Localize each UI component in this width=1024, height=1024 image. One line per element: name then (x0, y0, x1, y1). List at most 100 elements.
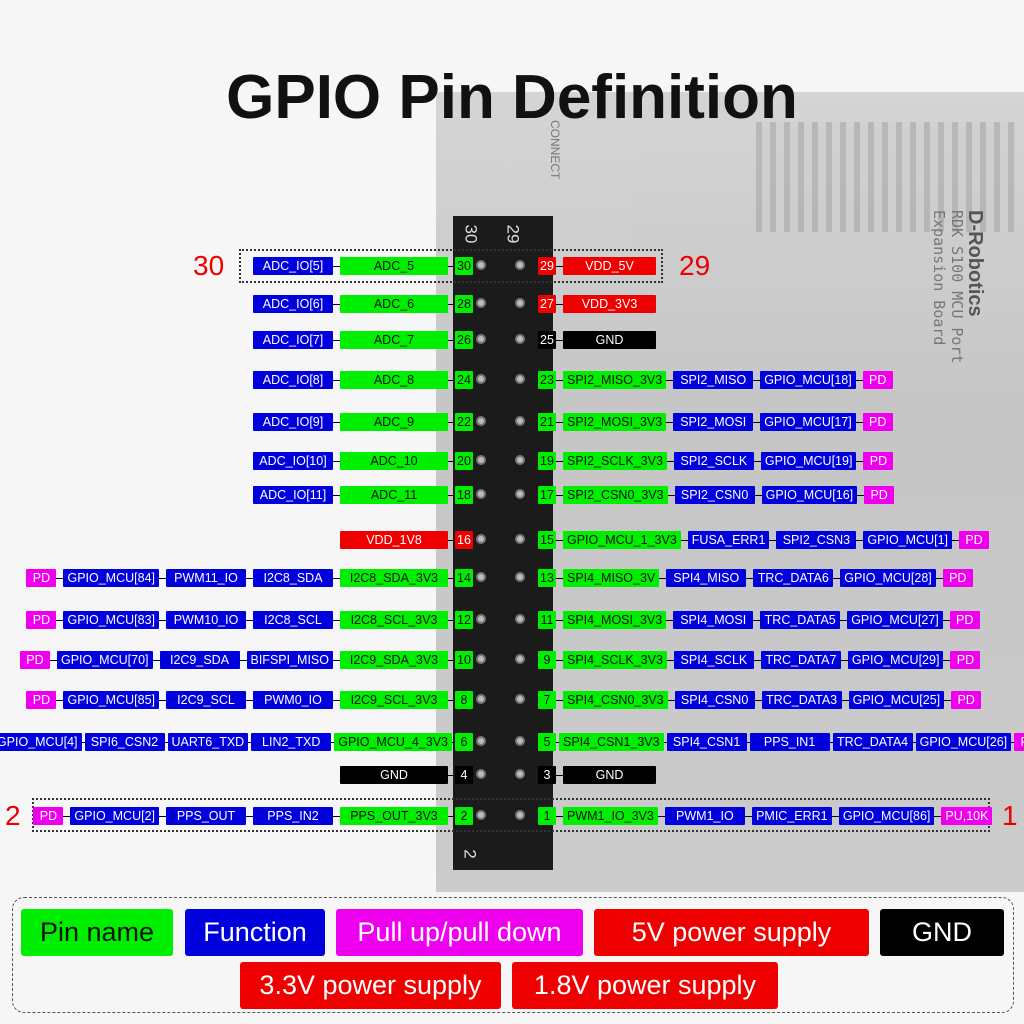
pin-name: GND (563, 331, 656, 349)
pin-hole (476, 810, 486, 820)
function-label: FUSA_ERR1 (687, 531, 770, 549)
pin-name: SPI4_MOSI_3V3 (563, 611, 667, 629)
pin-number: 9 (538, 651, 556, 669)
pin-name: GND (563, 766, 656, 784)
pin-hole (515, 374, 525, 384)
function-label: I2C9_SDA (159, 651, 240, 669)
function-label: GPIO_MCU[26] (915, 733, 1012, 751)
function-label: GPIO_MCU[25] (848, 691, 945, 709)
pull-label: PD (864, 486, 895, 504)
pin-number: 23 (538, 371, 556, 389)
function-label: GPIO_MCU[16] (761, 486, 858, 504)
pin-hole (476, 260, 486, 270)
corner-label-2: 2 (5, 800, 21, 831)
pin-number: 6 (455, 733, 473, 751)
pin-name: ADC_11 (340, 486, 448, 504)
function-label: GPIO_MCU[29] (847, 651, 944, 669)
function-label: TRC_DATA4 (832, 733, 913, 751)
function-label: GPIO_MCU[27] (847, 611, 943, 629)
pin-hole (476, 416, 486, 426)
pin-hole (515, 572, 525, 582)
pin-hole (515, 416, 525, 426)
pin-number: 27 (538, 295, 556, 313)
pin-name: GPIO_MCU_4_3V3 (334, 733, 452, 751)
function-label: SPI2_MISO (673, 371, 754, 389)
pin-number: 13 (538, 569, 556, 587)
function-label: PMIC_ERR1 (751, 807, 832, 825)
pin-number: 15 (538, 531, 556, 549)
function-label: SPI4_MOSI (673, 611, 754, 629)
pin-number: 14 (455, 569, 473, 587)
pull-label: PD (959, 531, 989, 549)
legend-item: Function (185, 909, 325, 956)
pull-label: PD (33, 807, 64, 825)
pull-label: PU,10K (941, 807, 993, 825)
pin-number: 4 (455, 766, 473, 784)
pin-name: ADC_10 (340, 452, 448, 470)
function-label: PWM10_IO (166, 611, 246, 629)
pin-number: 29 (538, 257, 556, 275)
function-label: ADC_IO[5] (253, 257, 333, 275)
pin-hole (515, 736, 525, 746)
function-label: ADC_IO[8] (253, 371, 333, 389)
function-label: ADC_IO[10] (253, 452, 333, 470)
pin-name: I2C8_SDA_3V3 (340, 569, 448, 587)
function-label: SPI4_SCLK (673, 651, 754, 669)
pin-hole (515, 489, 525, 499)
pin-hole (476, 654, 486, 664)
pin-hole (515, 810, 525, 820)
function-label: GPIO_MCU[70] (56, 651, 153, 669)
pin-hole (476, 534, 486, 544)
pin-number: 17 (538, 486, 556, 504)
pin-hole (476, 769, 486, 779)
function-label: TRC_DATA6 (753, 569, 834, 587)
pin-name: I2C9_SDA_3V3 (340, 651, 448, 669)
pin-hole (515, 334, 525, 344)
pin-hole (515, 298, 525, 308)
pull-label: PD (862, 413, 893, 431)
pin-number: 18 (455, 486, 473, 504)
function-label: PWM1_IO (664, 807, 745, 825)
function-label: GPIO_MCU[4] (0, 733, 82, 751)
pin-name: SPI4_MISO_3V (563, 569, 660, 587)
pin-number: 7 (538, 691, 556, 709)
pin-hole (515, 614, 525, 624)
board-line1: RDK S100 MCU Port (948, 210, 966, 364)
pin-number: 22 (455, 413, 473, 431)
legend-item: 3.3V power supply (240, 962, 501, 1009)
function-label: PPS_OUT (166, 807, 246, 825)
pin-name: SPI2_SCLK_3V3 (563, 452, 667, 470)
legend-item: Pull up/pull down (336, 909, 583, 956)
pin-hole (476, 489, 486, 499)
pull-label: PD (942, 569, 973, 587)
pin-hole (476, 374, 486, 384)
board-brand: D-Robotics (964, 210, 986, 317)
pin-number: 16 (455, 531, 473, 549)
function-label: BIFSPI_MISO (246, 651, 333, 669)
legend-item: Pin name (21, 909, 173, 956)
pull-label: PD (949, 611, 980, 629)
pin-name: VDD_1V8 (340, 531, 448, 549)
function-label: GPIO_MCU[18] (760, 371, 856, 389)
function-label: ADC_IO[9] (253, 413, 333, 431)
pin-number: 11 (538, 611, 556, 629)
pin-name: PWM1_IO_3V3 (563, 807, 658, 825)
legend-item: 1.8V power supply (512, 962, 778, 1009)
pin-number: 24 (455, 371, 473, 389)
function-label: I2C9_SCL (166, 691, 246, 709)
function-label: SPI6_CSN2 (84, 733, 165, 751)
pin-hole (476, 298, 486, 308)
pin-hole (476, 614, 486, 624)
function-label: GPIO_MCU[19] (760, 452, 857, 470)
